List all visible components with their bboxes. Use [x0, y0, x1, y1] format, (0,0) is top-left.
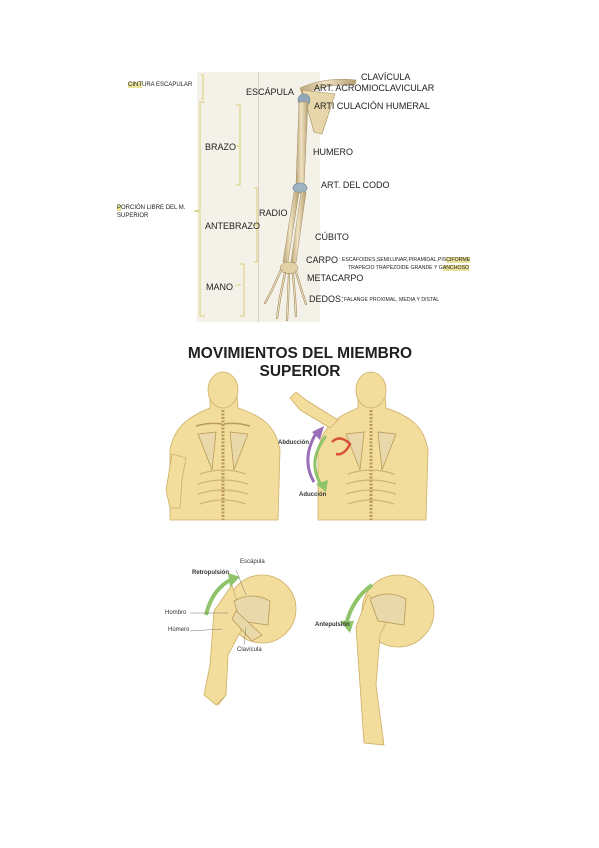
label-abduccion: Abducción	[278, 440, 309, 446]
back-figure-left	[165, 371, 281, 521]
abduction-illustration	[165, 371, 429, 521]
label-dedos: DEDOS:	[309, 294, 344, 304]
finger-bones	[263, 268, 308, 322]
bracket-brazo	[236, 104, 241, 186]
label-cubito: CÚBITO	[315, 232, 349, 242]
label-radio: RADIO	[259, 208, 288, 218]
clavicle-bone	[299, 79, 357, 95]
deltoid-highlight	[331, 437, 352, 456]
antepulsion-arrow	[344, 583, 374, 626]
label-brazo: BRAZO	[205, 142, 237, 152]
bracket-porcion	[193, 101, 205, 317]
label-art-codo: ART. DEL CODO	[321, 180, 390, 190]
label-mano: MANO	[206, 282, 233, 292]
elbow-joint	[292, 182, 308, 194]
label-metacarpo: METACARPO	[307, 273, 364, 283]
label-humero: HUMERO	[313, 147, 353, 157]
label-carpo: CARPO	[306, 255, 339, 265]
label-cintura-escapular: CINTURA ESCAPULAR	[128, 82, 193, 88]
label-porcion-libre-2: SUPERIOR	[117, 213, 149, 219]
label-retropulsion: Retropulsión	[192, 570, 229, 576]
label-aduccion: Aducción	[299, 492, 327, 498]
label-hombro: Hombro	[165, 610, 187, 616]
back-figure-right	[289, 371, 429, 521]
label-art-acromioclavicular: ART. ACROMIOCLAVICULAR	[314, 83, 435, 93]
ulna-bone	[290, 191, 307, 264]
arm-skeleton	[263, 79, 357, 322]
label-clavicula-small: Clavícula	[237, 647, 262, 653]
label-carpo-detail-2: TRAPECIO TRAPEZOIDE GRANDE Y GANCHOSO	[348, 265, 470, 271]
antepulsion-figure	[355, 574, 435, 746]
section-title-line2: SUPERIOR	[259, 363, 341, 380]
label-clavicula: CLAVÍCULA	[361, 72, 411, 82]
label-escapula: ESCÁPULA	[246, 87, 295, 97]
brackets	[193, 74, 258, 317]
label-porcion-libre: PORCIÓN LIBRE DEL M.	[117, 205, 186, 211]
humerus-bone	[295, 101, 309, 186]
retropulsion-figure	[203, 574, 297, 706]
bracket-cintura	[201, 74, 204, 100]
section-title-line1: MOVIMIENTOS DEL MIEMBRO	[187, 345, 413, 362]
label-antepulsion: Antepulsión	[315, 622, 350, 628]
label-articulacion-humeral: ARTI CULACIÓN HUMERAL	[314, 101, 430, 111]
label-carpo-detail-1: : ESCAFOIDES,SEMILUNAR,PIRAMIDAL,PISCIFO…	[339, 257, 471, 263]
label-antebrazo: ANTEBRAZO	[205, 221, 261, 231]
bracket-mano	[240, 263, 245, 317]
pulsion-illustration	[189, 569, 435, 746]
label-humero-small: Húmero	[168, 627, 190, 633]
label-escapula-small: Escápula	[240, 559, 265, 565]
retropulsion-arrow	[204, 577, 233, 616]
label-dedos-detail: FALANGE PROXIMAL, MEDIA Y DISTAL	[344, 297, 440, 303]
skeleton-panel-border	[258, 72, 259, 322]
adduction-arrow	[313, 435, 328, 487]
